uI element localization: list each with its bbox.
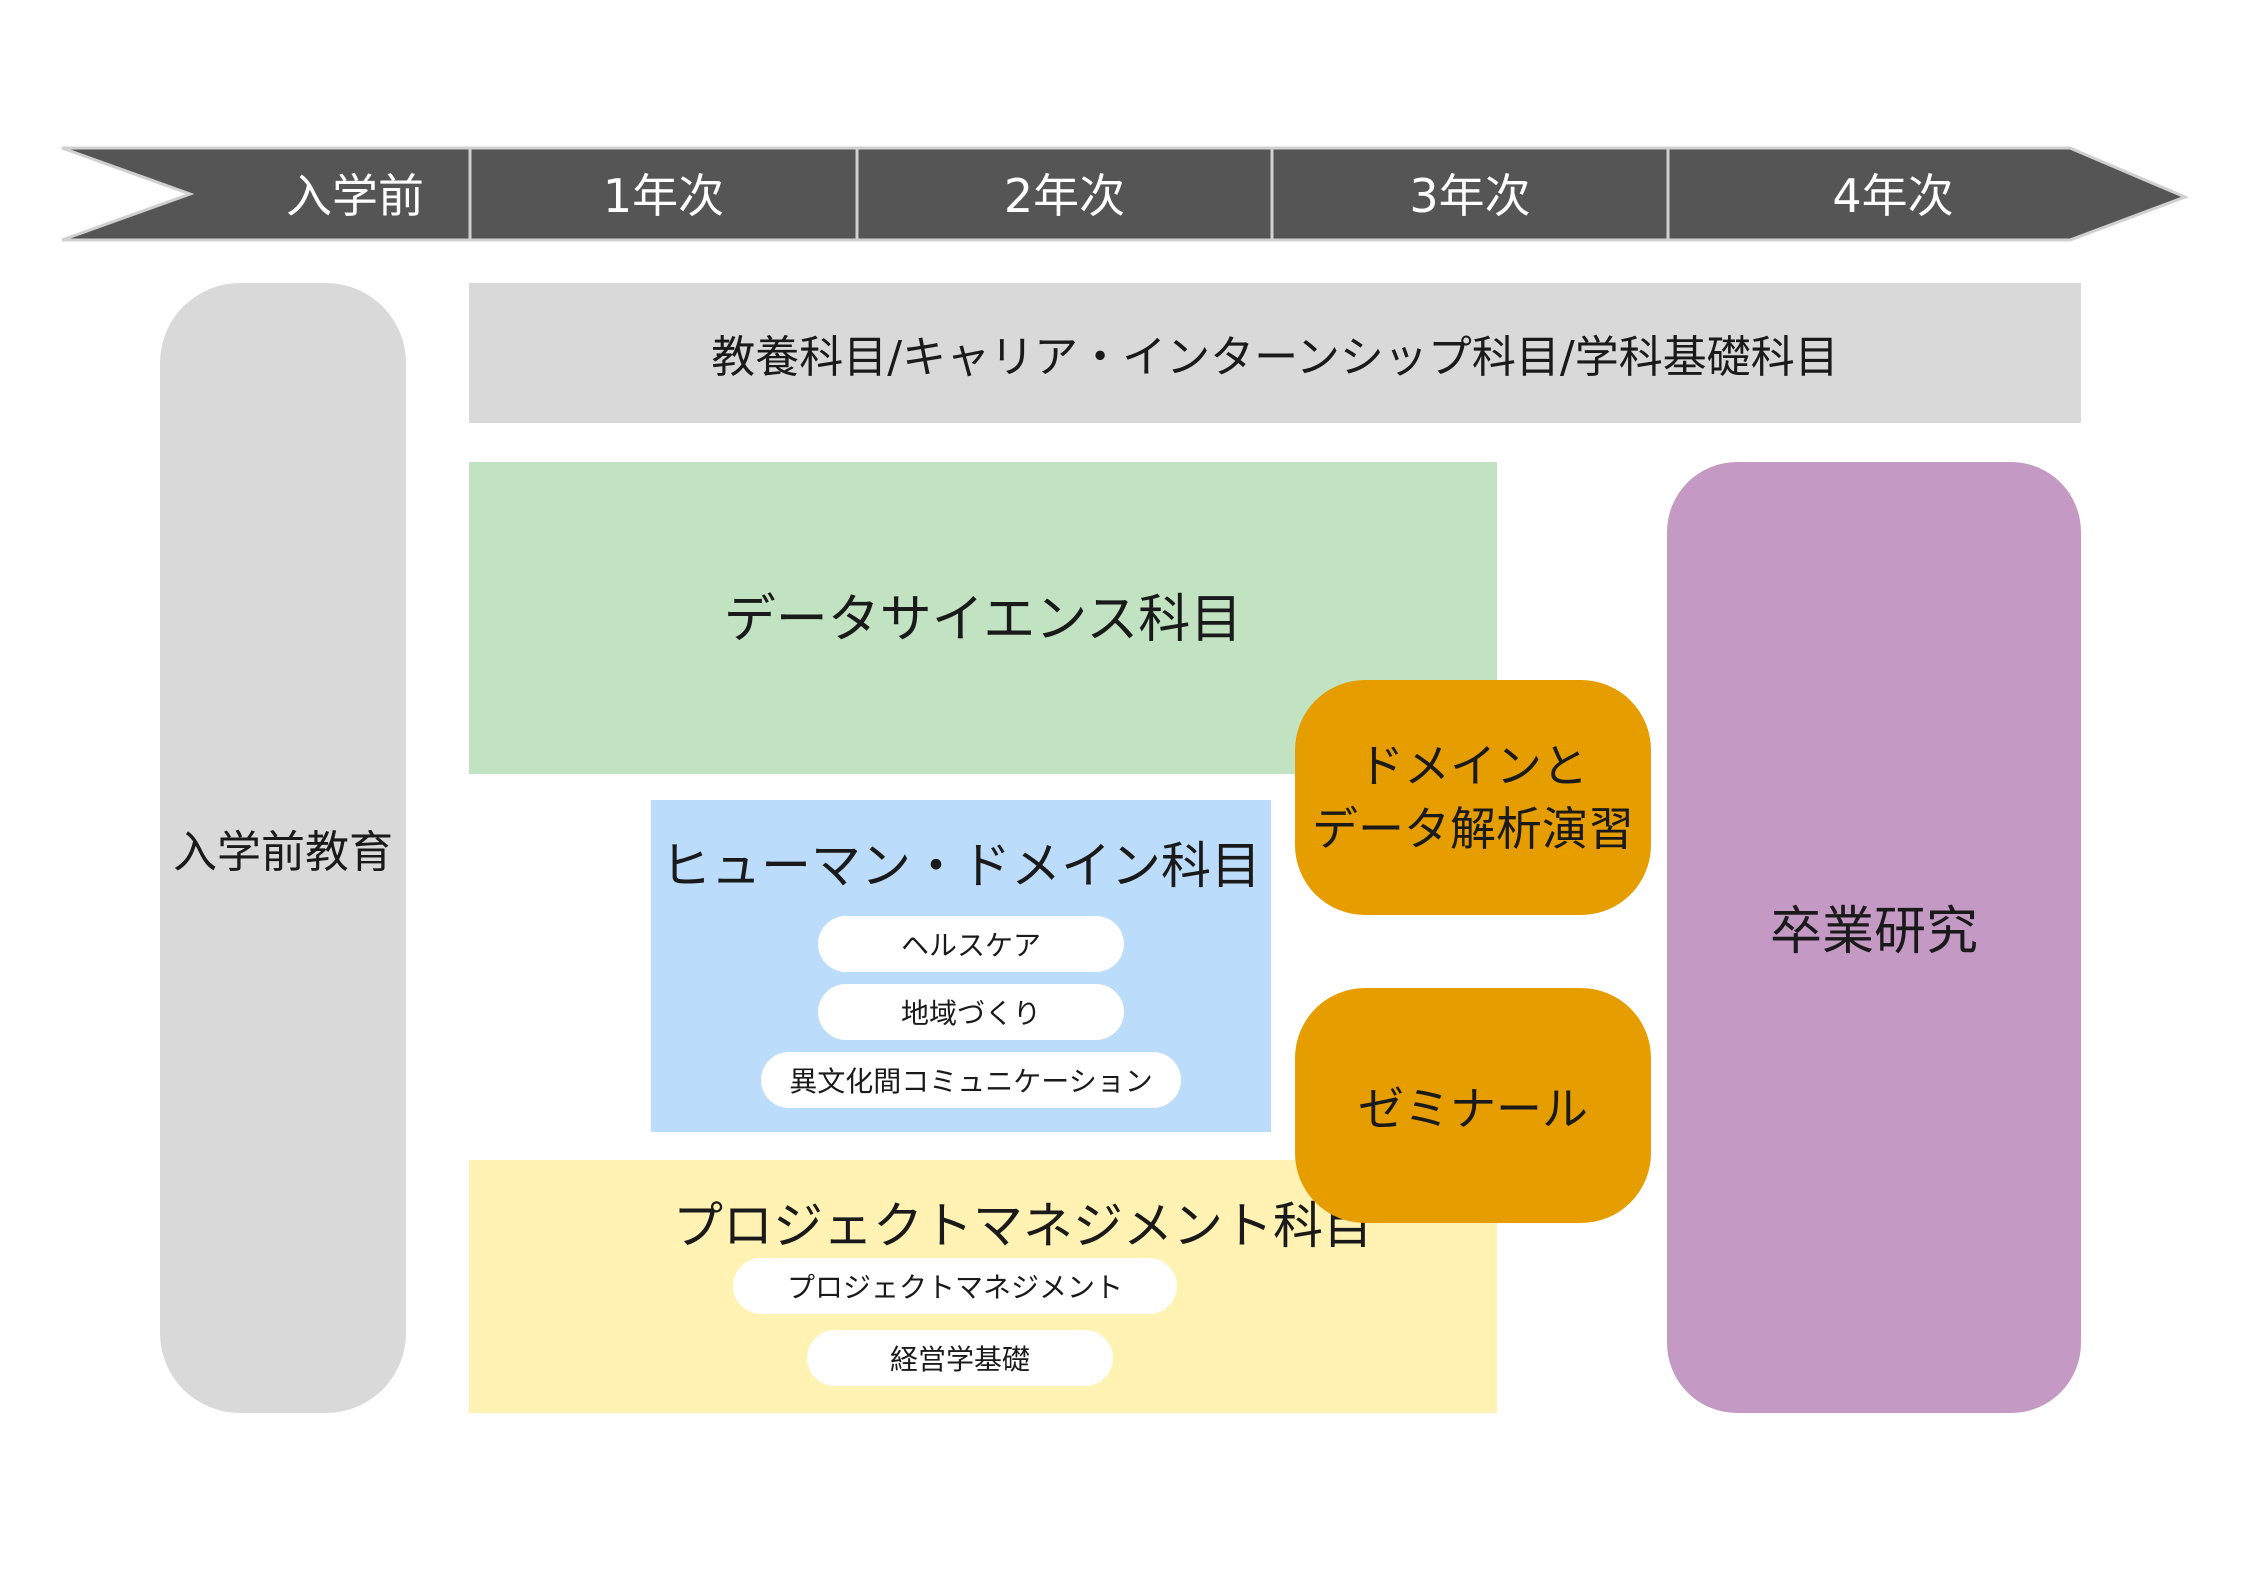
stage-year2: 2年次: [1003, 169, 1126, 223]
domain-practice-line1: ドメインと: [1358, 739, 1588, 794]
timeline-arrow: [61, 146, 2190, 242]
stage-year4: 4年次: [1832, 169, 1954, 223]
seminar-block: ゼミナール: [1295, 988, 1651, 1223]
seminar-label: ゼミナール: [1358, 1081, 1588, 1136]
pre-entry-label: 入学前教育: [173, 827, 393, 878]
stage-year1: 1年次: [602, 169, 725, 223]
pre-entry-block: 入学前教育: [160, 283, 406, 1413]
human-domain-item-healthcare: ヘルスケア: [818, 916, 1124, 972]
human-domain-item-intercultural: 異文化間コミュニケーション: [761, 1052, 1181, 1108]
timeline: 入学前 1年次 2年次 3年次 4年次: [0, 0, 2245, 260]
graduation-research-block: 卒業研究: [1667, 462, 2081, 1413]
human-domain-label: ヒューマン・ドメイン科目: [661, 837, 1261, 895]
stage-year3: 3年次: [1409, 169, 1531, 223]
general-subjects-label: 教養科目/キャリア・インターンシップ科目/学科基礎科目: [711, 332, 1839, 383]
human-domain-item-community: 地域づくり: [818, 984, 1124, 1040]
graduation-research-label: 卒業研究: [1769, 902, 1978, 962]
stage-pre-entry: 入学前: [286, 169, 424, 223]
domain-practice-block: ドメインと データ解析演習: [1295, 680, 1651, 915]
project-management-label: プロジェクトマネジメント科目: [673, 1197, 1373, 1255]
pm-item-business-basics: 経営学基礎: [807, 1330, 1113, 1386]
general-subjects-block: 教養科目/キャリア・インターンシップ科目/学科基礎科目: [469, 283, 2081, 423]
pm-item-project-management: プロジェクトマネジメント: [733, 1258, 1177, 1314]
domain-practice-line2: データ解析演習: [1312, 801, 1634, 856]
human-domain-block: ヒューマン・ドメイン科目 ヘルスケア 地域づくり 異文化間コミュニケーション: [651, 800, 1271, 1132]
data-science-label: データサイエンス科目: [723, 589, 1243, 650]
